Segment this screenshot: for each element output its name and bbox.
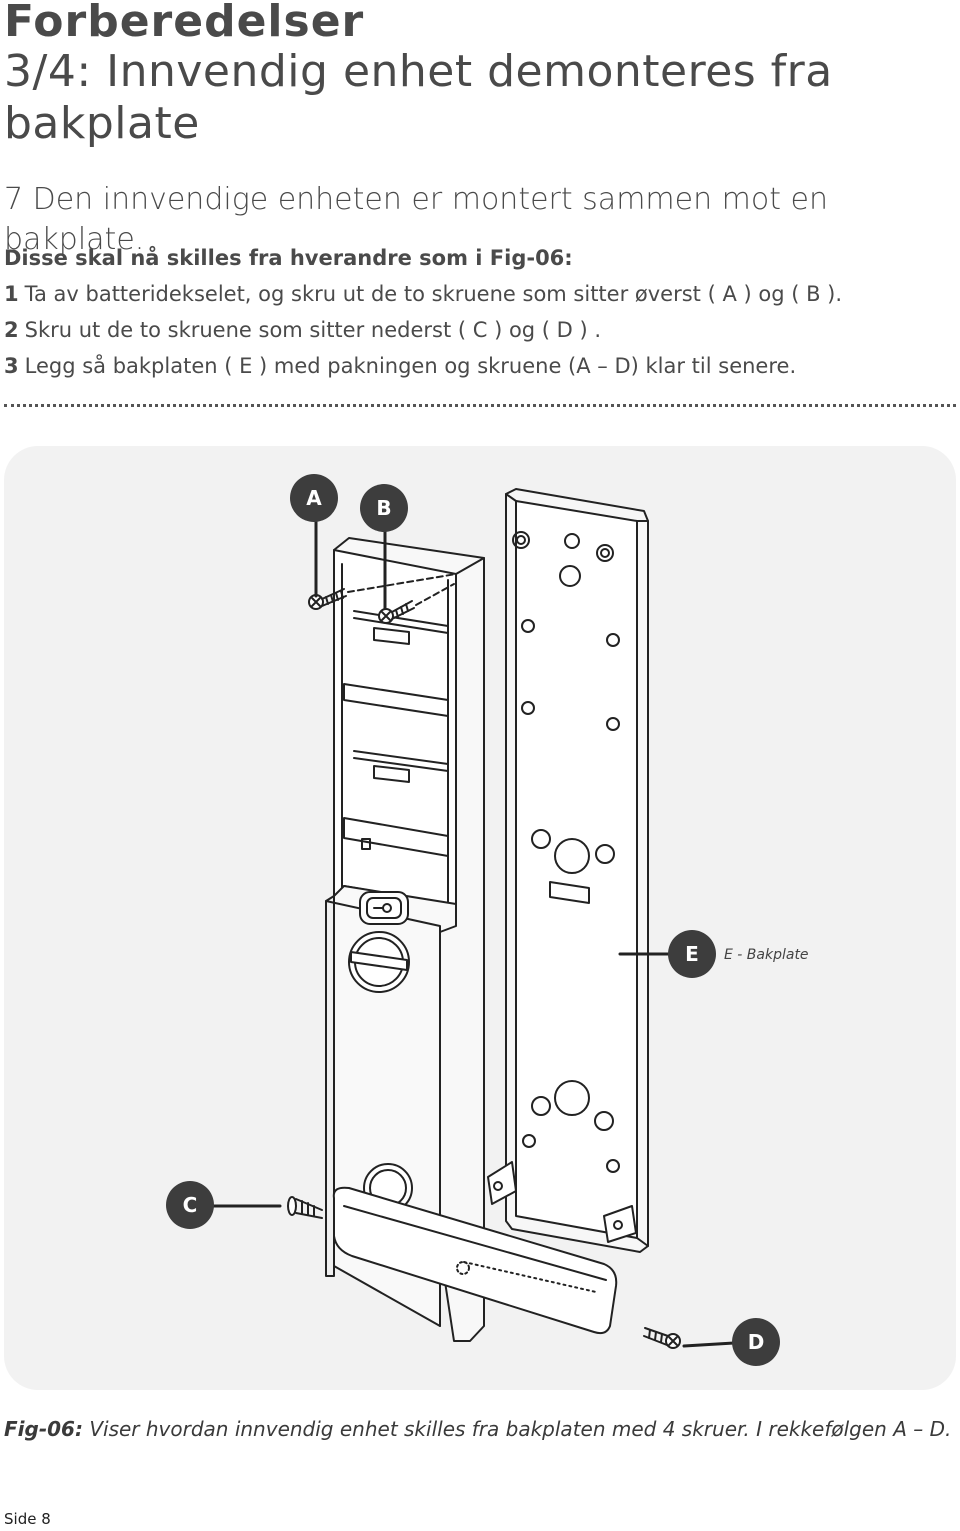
- callout-e-label: E: [685, 942, 699, 966]
- callout-b: B: [360, 484, 408, 532]
- caption-text: Viser hvordan innvendig enhet skilles fr…: [89, 1417, 952, 1441]
- backplate-label: E - Bakplate: [724, 947, 809, 963]
- screw-c: [287, 1196, 323, 1219]
- lock-disassembly-illustration: A B C D E E - Bakplate: [166, 474, 809, 1366]
- step-text: Legg så bakplaten ( E ) med pakningen og…: [24, 354, 797, 378]
- callout-a-label: A: [306, 486, 322, 510]
- step-number: 3: [4, 354, 19, 378]
- screw-d: [643, 1327, 681, 1349]
- callout-b-label: B: [376, 496, 391, 520]
- step-number: 1: [4, 282, 19, 306]
- page-title: Forberedelser: [4, 0, 365, 47]
- figure-caption: Fig-06: Viser hvordan innvendig enhet sk…: [4, 1415, 951, 1443]
- step-text: Skru ut de to skruene som sitter nederst…: [24, 318, 602, 342]
- callout-e: E: [668, 930, 716, 978]
- callout-a: A: [290, 474, 338, 522]
- callout-d: D: [732, 1318, 780, 1366]
- callout-d-label: D: [748, 1330, 765, 1354]
- inner-unit-drawing: [325, 537, 618, 1342]
- page-subtitle: 3/4: Innvendig enhet demonteres fra bakp…: [4, 46, 833, 149]
- callout-c: C: [166, 1181, 214, 1229]
- lead-text: Disse skal nå skilles fra hverandre som …: [4, 246, 573, 270]
- callout-c-label: C: [183, 1193, 198, 1217]
- step-text: Ta av batteridekselet, og skru ut de to …: [24, 282, 843, 306]
- figure-06: A B C D E E - Bakplate: [4, 446, 956, 1390]
- screw-a: [308, 573, 457, 610]
- dotted-divider: [4, 404, 956, 407]
- page-number: Side 8: [4, 1510, 51, 1528]
- caption-label: Fig-06:: [4, 1417, 83, 1441]
- intro-text: 7 Den innvendige enheten er montert samm…: [4, 182, 828, 257]
- step-number: 2: [4, 318, 19, 342]
- leader-lines: [212, 514, 736, 1348]
- backplate-drawing: [487, 488, 649, 1253]
